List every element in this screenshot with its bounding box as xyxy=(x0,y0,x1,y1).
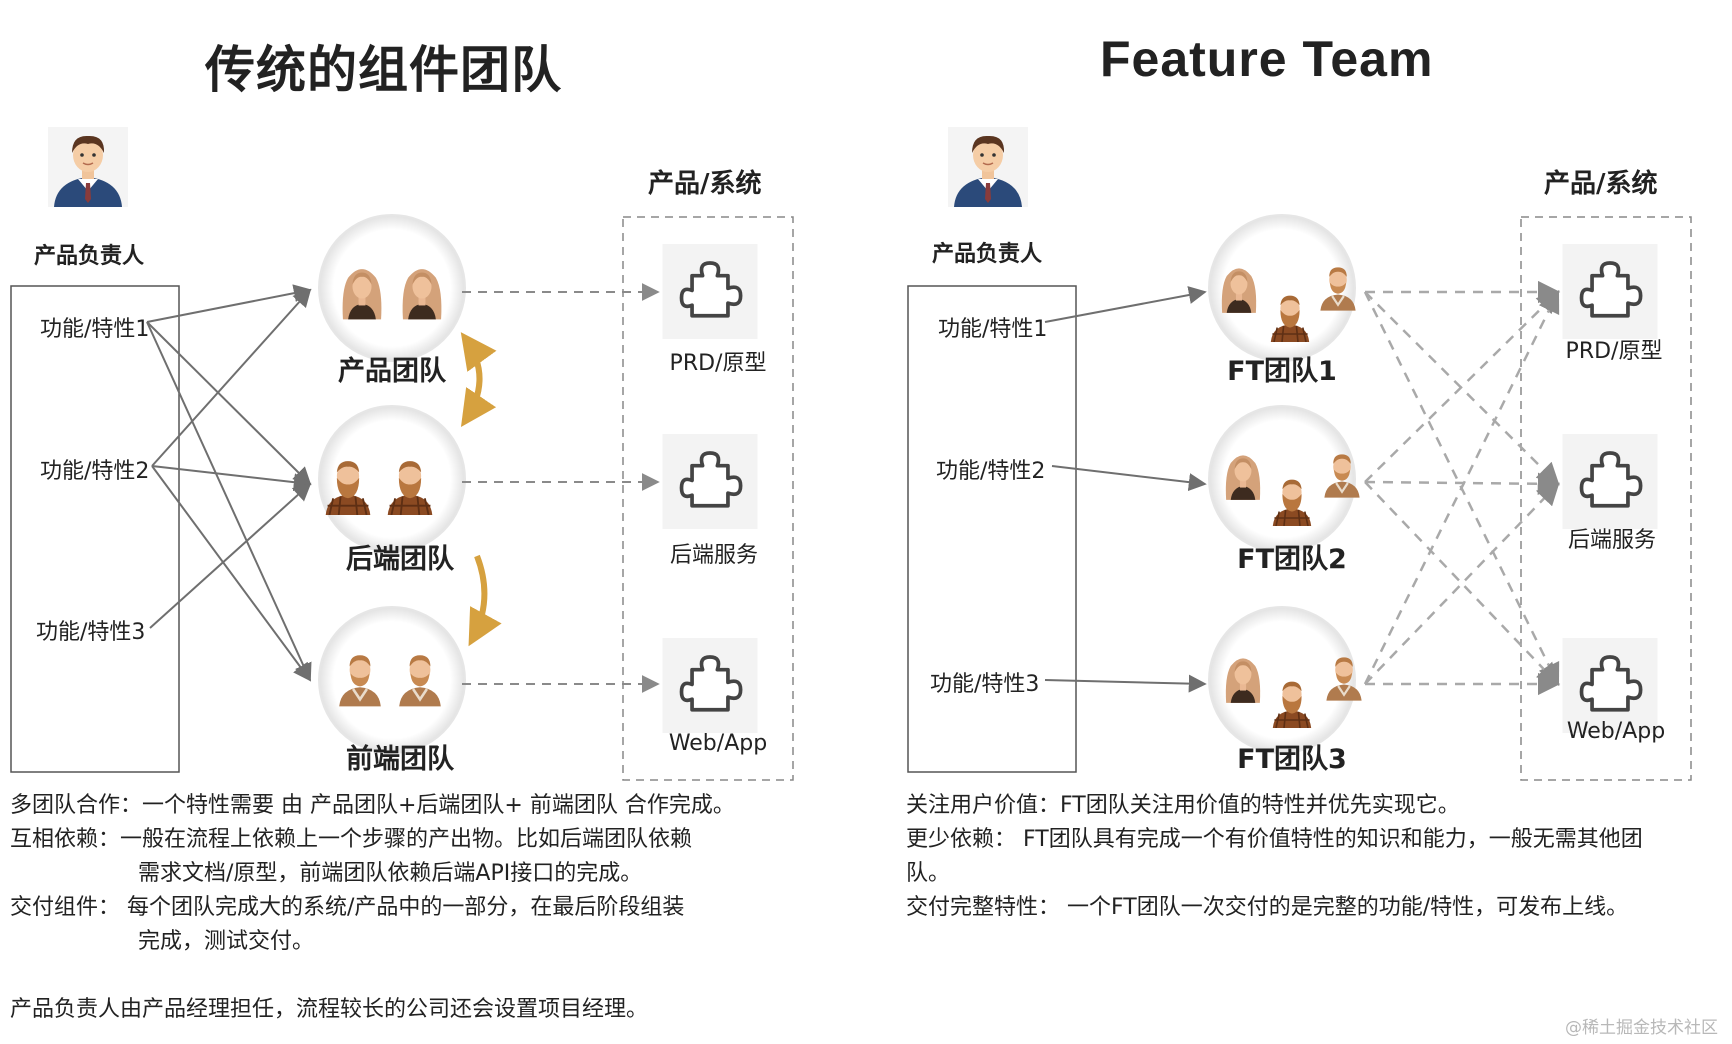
arrow-feature1-to-backend xyxy=(146,321,312,486)
right-features-box xyxy=(907,285,1077,773)
arrow-feature1-to-product xyxy=(146,284,312,323)
arrow-ft1-to-service xyxy=(1364,291,1560,486)
left-team-product: 产品团队 xyxy=(338,356,446,387)
arrow-feature3-to-ft3 xyxy=(1044,674,1207,693)
left-title: 传统的组件团队 xyxy=(205,41,562,99)
right-note-1: 关注用户价值：FT团队关注用价值的特性并优先实现它。 xyxy=(906,793,1460,818)
left-system-header: 产品/系统 xyxy=(648,169,762,199)
left-team-circle-frontend xyxy=(318,606,466,754)
left-note-4: 交付组件： 每个团队完成大的系统/产品中的一部分，在最后阶段组装 xyxy=(10,895,685,920)
arrow-feature2-to-product xyxy=(151,288,312,467)
right-title: Feature Team xyxy=(1100,31,1434,87)
dependency-arrow-product-backend xyxy=(460,332,497,427)
ft-team3-circle xyxy=(1208,606,1356,754)
left-owner-avatar-icon xyxy=(48,127,128,207)
left-team-backend: 后端团队 xyxy=(346,544,454,575)
left-component-webapp: Web/App xyxy=(668,731,768,756)
arrow-feature1-to-frontend xyxy=(146,321,312,682)
right-note-2: 更少依赖： FT团队具有完成一个有价值特性的知识和能力，一般无需其他团 xyxy=(906,827,1643,852)
arrow-ft3-to-prd xyxy=(1363,289,1560,685)
right-note-3: 队。 xyxy=(906,861,951,886)
right-owner-label: 产品负责人 xyxy=(932,242,1043,267)
arrow-feature2-to-frontend xyxy=(151,465,312,682)
right-feature-3: 功能/特性3 xyxy=(930,672,1040,697)
left-system-box xyxy=(622,216,794,781)
left-note-3: 需求文档/原型，前端团队依赖后端API接口的完成。 xyxy=(138,861,643,886)
left-note-5: 完成，测试交付。 xyxy=(138,929,315,954)
dependency-arrow-backend-frontend xyxy=(468,554,502,647)
left-team-circle-backend xyxy=(318,405,466,553)
left-description: 多团队合作：一个特性需要 由 产品团队+后端团队+ 前端团队 合作完成。 互相依… xyxy=(10,789,735,1027)
right-note-4: 交付完整特性： 一个FT团队一次交付的是完整的功能/特性，可发布上线。 xyxy=(906,895,1629,920)
right-component-prd: PRD/原型 xyxy=(1565,339,1663,364)
ft-team2-label: FT团队2 xyxy=(1237,544,1347,575)
left-note-1: 多团队合作：一个特性需要 由 产品团队+后端团队+ 前端团队 合作完成。 xyxy=(10,793,735,818)
ft-team1-circle xyxy=(1208,214,1356,362)
left-delivery-arrows xyxy=(462,283,660,693)
left-feature-3: 功能/特性3 xyxy=(36,620,146,645)
puzzle-icon xyxy=(660,434,760,529)
right-owner-avatar-icon xyxy=(948,127,1028,207)
right-system-box xyxy=(1520,216,1692,781)
right-feature-1: 功能/特性1 xyxy=(938,317,1048,342)
left-panel xyxy=(10,127,794,781)
arrow-feature1-to-ft1 xyxy=(1044,286,1207,323)
left-team-frontend: 前端团队 xyxy=(346,744,454,775)
right-panel xyxy=(907,127,1692,781)
left-component-prd: PRD/原型 xyxy=(669,351,767,376)
ft-team2-circle xyxy=(1208,405,1356,553)
arrow-feature3-to-backend xyxy=(149,482,312,629)
arrow-ft2-to-service xyxy=(1364,472,1561,496)
left-team-circle-product xyxy=(318,214,466,362)
arrow-ft2-to-prd xyxy=(1364,290,1560,483)
left-component-service: 后端服务 xyxy=(669,543,758,568)
left-features-box xyxy=(10,285,180,773)
puzzle-icon xyxy=(660,244,760,339)
right-feature-2: 功能/特性2 xyxy=(936,459,1046,484)
left-feature-1: 功能/特性1 xyxy=(40,317,150,342)
ft-team3-label: FT团队3 xyxy=(1237,744,1347,775)
puzzle-icon xyxy=(1560,244,1660,339)
right-feature-arrows xyxy=(1044,286,1207,693)
watermark: @稀土掘金技术社区 xyxy=(1565,1018,1718,1038)
left-feature-arrows xyxy=(146,284,312,682)
ft-team1-label: FT团队1 xyxy=(1227,356,1337,387)
right-component-webapp: Web/App xyxy=(1566,719,1666,744)
puzzle-icon xyxy=(1560,434,1660,529)
right-system-header: 产品/系统 xyxy=(1544,169,1658,199)
left-feature-2: 功能/特性2 xyxy=(40,459,150,484)
right-delivery-arrows xyxy=(1363,280,1561,696)
right-component-service: 后端服务 xyxy=(1567,528,1656,553)
left-note-2: 互相依赖：一般在流程上依赖上一个步骤的产出物。比如后端团队依赖 xyxy=(10,827,693,852)
right-description: 关注用户价值：FT团队关注用价值的特性并优先实现它。 更少依赖： FT团队具有完… xyxy=(906,789,1643,925)
puzzle-icon xyxy=(660,638,760,733)
arrow-feature2-to-backend xyxy=(151,465,312,492)
left-owner-label: 产品负责人 xyxy=(34,244,145,269)
left-note-6: 产品负责人由产品经理担任，流程较长的公司还会设置项目经理。 xyxy=(10,997,649,1022)
arrow-feature2-to-ft2 xyxy=(1051,465,1207,492)
